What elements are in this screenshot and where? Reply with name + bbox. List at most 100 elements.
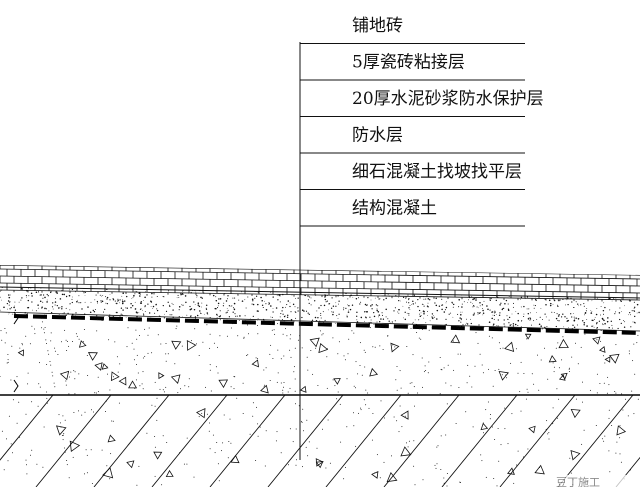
mortar-dot (3, 306, 5, 309)
mortar-dot (118, 326, 120, 328)
slope-dot (131, 342, 133, 344)
mortar-dot (382, 318, 385, 320)
slope-dot (353, 385, 355, 387)
slope-dot (117, 371, 119, 373)
slope-dot (188, 386, 190, 388)
callout-label: 细石混凝土找坡找平层 (352, 162, 522, 182)
mortar-dot (14, 305, 16, 307)
mortar-dot (570, 313, 572, 315)
structure-dot (393, 416, 395, 418)
mortar-dot (623, 319, 624, 321)
slope-dot (351, 330, 353, 332)
mortar-dot (473, 312, 475, 314)
mortar-dot (251, 303, 253, 305)
mortar-dot (573, 316, 575, 318)
structure-dot (162, 435, 164, 437)
mortar-dot (243, 288, 245, 290)
mortar-dot (494, 310, 496, 312)
mortar-dot (289, 302, 291, 304)
mortar-dot (390, 326, 392, 328)
mortar-dot (45, 308, 48, 310)
mortar-dot (376, 308, 378, 310)
structure-dot (440, 435, 442, 437)
structure-dot (353, 425, 355, 427)
slope-dot (65, 380, 67, 382)
slope-dot (469, 375, 471, 377)
mortar-dot (365, 311, 368, 313)
aggregate-triangle (315, 458, 324, 467)
slope-dot (517, 321, 519, 323)
slope-dot (361, 374, 363, 376)
slope-dot (283, 355, 285, 357)
slope-dot (399, 370, 401, 372)
mortar-dot (135, 321, 137, 324)
mortar-dot (216, 307, 219, 309)
aggregate-triangle (560, 372, 568, 380)
mortar-dot (465, 318, 467, 320)
mortar-dot (385, 290, 387, 292)
mortar-dot (105, 302, 107, 304)
mortar-dot (564, 287, 566, 289)
mortar-dot (404, 311, 406, 313)
mortar-dot (554, 287, 556, 289)
mortar-dot (125, 317, 127, 319)
mortar-dot (100, 302, 102, 303)
mortar-dot (507, 309, 510, 311)
mortar-dot (106, 328, 108, 330)
aggregate-triangle (260, 384, 269, 394)
structure-dot (255, 460, 257, 461)
mortar-dot (193, 301, 195, 303)
mortar-dot (241, 291, 243, 293)
mortar-dot (181, 304, 182, 306)
mortar-dot (461, 311, 463, 313)
mortar-dot (517, 319, 520, 322)
mortar-dot (87, 324, 89, 326)
mortar-dot (285, 331, 287, 332)
mortar-dot (55, 298, 56, 300)
slope-dot (589, 389, 591, 391)
slope-dot (488, 335, 490, 337)
mortar-dot (222, 305, 224, 307)
mortar-dot (314, 316, 317, 319)
mortar-dot (189, 328, 191, 330)
mortar-dot (241, 300, 244, 302)
structure-dot (608, 409, 610, 411)
slope-dot (101, 320, 103, 321)
mortar-dot (0, 318, 1, 320)
mortar-dot (163, 296, 165, 298)
mortar-dot (445, 287, 448, 289)
slope-dot (257, 358, 259, 360)
structure-dot (25, 413, 27, 415)
mortar-dot (471, 296, 473, 298)
mortar-dot (215, 300, 218, 302)
mortar-dot (17, 321, 19, 324)
mortar-dot (521, 288, 523, 290)
mortar-dot (567, 297, 569, 299)
slope-dot (243, 337, 245, 339)
structure-dot (209, 448, 211, 450)
mortar-dot (75, 325, 77, 327)
mortar-dot (236, 315, 238, 317)
structure-dot (516, 464, 517, 466)
structure-dot (339, 403, 341, 405)
structure-dot (301, 421, 303, 423)
mortar-dot (277, 299, 279, 301)
mortar-dot (636, 312, 638, 314)
structure-dot (156, 419, 158, 421)
slope-dot (387, 335, 389, 337)
mortar-dot (343, 309, 345, 311)
mortar-dot (9, 302, 10, 304)
slope-dot (43, 328, 45, 330)
mortar-dot (100, 300, 102, 302)
slope-dot (190, 340, 192, 342)
structure-dot (61, 435, 63, 436)
slope-dot (400, 387, 402, 389)
mortar-dot (305, 327, 307, 329)
mortar-dot (485, 293, 488, 295)
mortar-dot (307, 312, 309, 314)
mortar-dot (394, 307, 396, 309)
structure-dot (552, 423, 554, 425)
mortar-dot (314, 324, 316, 327)
slope-dot (412, 354, 414, 356)
slope-dot (87, 375, 89, 376)
